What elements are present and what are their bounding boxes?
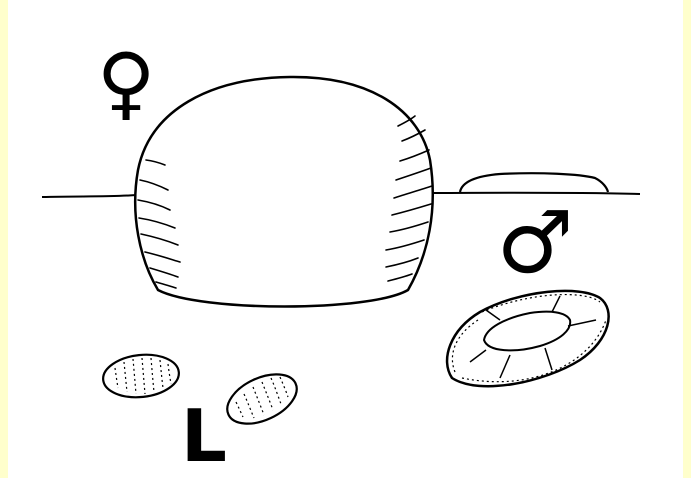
larva-2: [220, 364, 305, 433]
male-symbol: ♂: [496, 193, 573, 293]
female-scale: [135, 77, 433, 307]
male-scale: [447, 291, 609, 386]
larva-label: L: [181, 394, 227, 478]
flat-scale: [460, 173, 608, 192]
host-surface-left: [42, 195, 137, 197]
larva-1: [101, 351, 181, 401]
female-symbol: ♀: [97, 36, 156, 129]
